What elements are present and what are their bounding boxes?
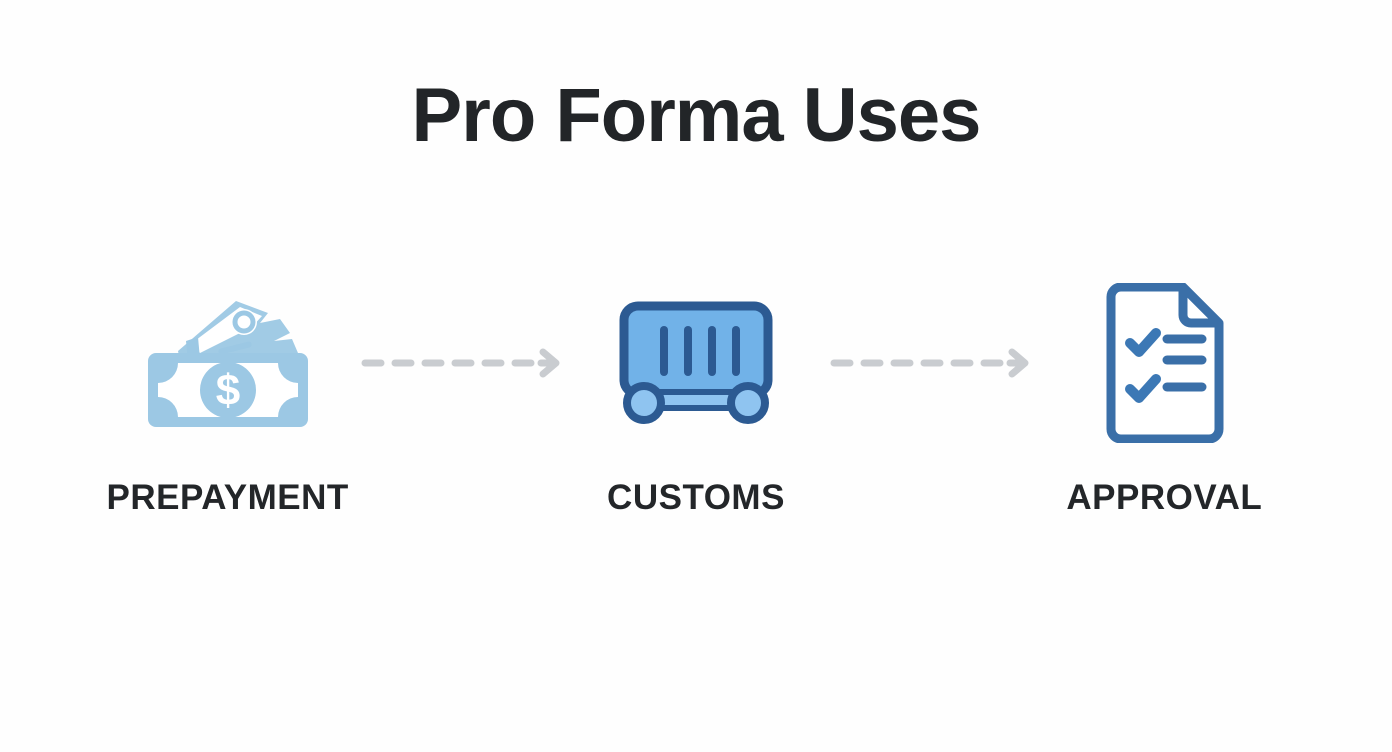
money-banknotes-icon: $: [148, 300, 309, 427]
approval-checklist-document-icon: [1106, 282, 1224, 443]
customs-icon-container: [616, 275, 776, 450]
flow-connector-2: [828, 275, 1033, 450]
process-flow: $ PREPAYMENT: [96, 275, 1296, 555]
flow-step-customs[interactable]: CUSTOMS: [564, 275, 827, 518]
approval-icon-container: [1097, 275, 1232, 450]
svg-text:$: $: [216, 366, 240, 415]
flow-step-approval[interactable]: APPROVAL: [1033, 275, 1296, 518]
flow-step-prepayment[interactable]: $ PREPAYMENT: [96, 275, 359, 518]
flow-step-label-approval: APPROVAL: [1066, 478, 1263, 517]
page-title: Pro Forma Uses: [411, 73, 982, 158]
dashed-arrow-right-icon: [830, 348, 1029, 377]
flow-step-label-customs: CUSTOMS: [607, 478, 785, 517]
flow-connector-1: [359, 275, 564, 450]
prepayment-icon-container: $: [140, 275, 315, 450]
flow-step-label-prepayment: PREPAYMENT: [106, 478, 349, 517]
customs-barrier-icon: [619, 301, 773, 424]
dashed-arrow-right-icon: [361, 348, 560, 377]
